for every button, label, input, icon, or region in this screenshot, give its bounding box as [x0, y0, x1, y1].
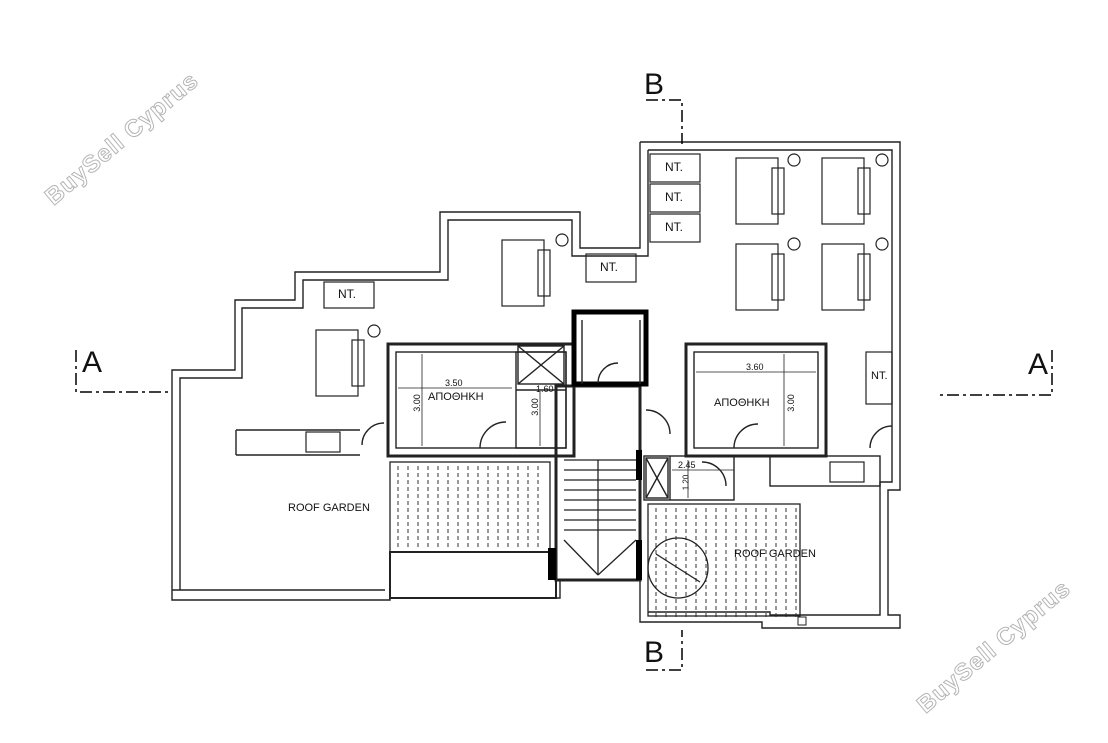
section-a-left: A [82, 346, 103, 379]
dim-storage-left-height: 3.00 [411, 394, 422, 412]
dim-wc-right-height: 1.20 [681, 474, 691, 491]
nt-label: NT. [600, 260, 618, 274]
nt-label: NT. [871, 370, 888, 382]
dim-storage-left-width: 3.50 [445, 378, 463, 388]
dim-wc-right-width: 2.45 [678, 460, 696, 470]
dim-wc-left-height: 3.00 [529, 398, 540, 416]
section-a-right: A [1028, 348, 1049, 381]
roof-outline-inner [648, 149, 893, 616]
storage-right-label: ΑΠΟΘΗΚΗ [714, 397, 770, 409]
nt-label: NT. [665, 220, 683, 234]
dim-storage-right-height: 3.00 [785, 394, 796, 412]
dim-wc-left-width: 1.60 [536, 384, 554, 394]
dim-storage-right-width: 3.60 [746, 362, 764, 372]
nt-label: NT. [665, 190, 683, 204]
nt-label: NT. [338, 287, 356, 301]
nt-label: NT. [665, 160, 683, 174]
roof-garden-left-label: ROOF GARDEN [288, 502, 370, 514]
roof-garden-right-label: ROOF GARDEN [734, 548, 816, 560]
storage-left-label: ΑΠΟΘΗΚΗ [428, 391, 484, 403]
section-b-bottom: B [644, 636, 665, 669]
section-b-top: B [644, 68, 665, 101]
